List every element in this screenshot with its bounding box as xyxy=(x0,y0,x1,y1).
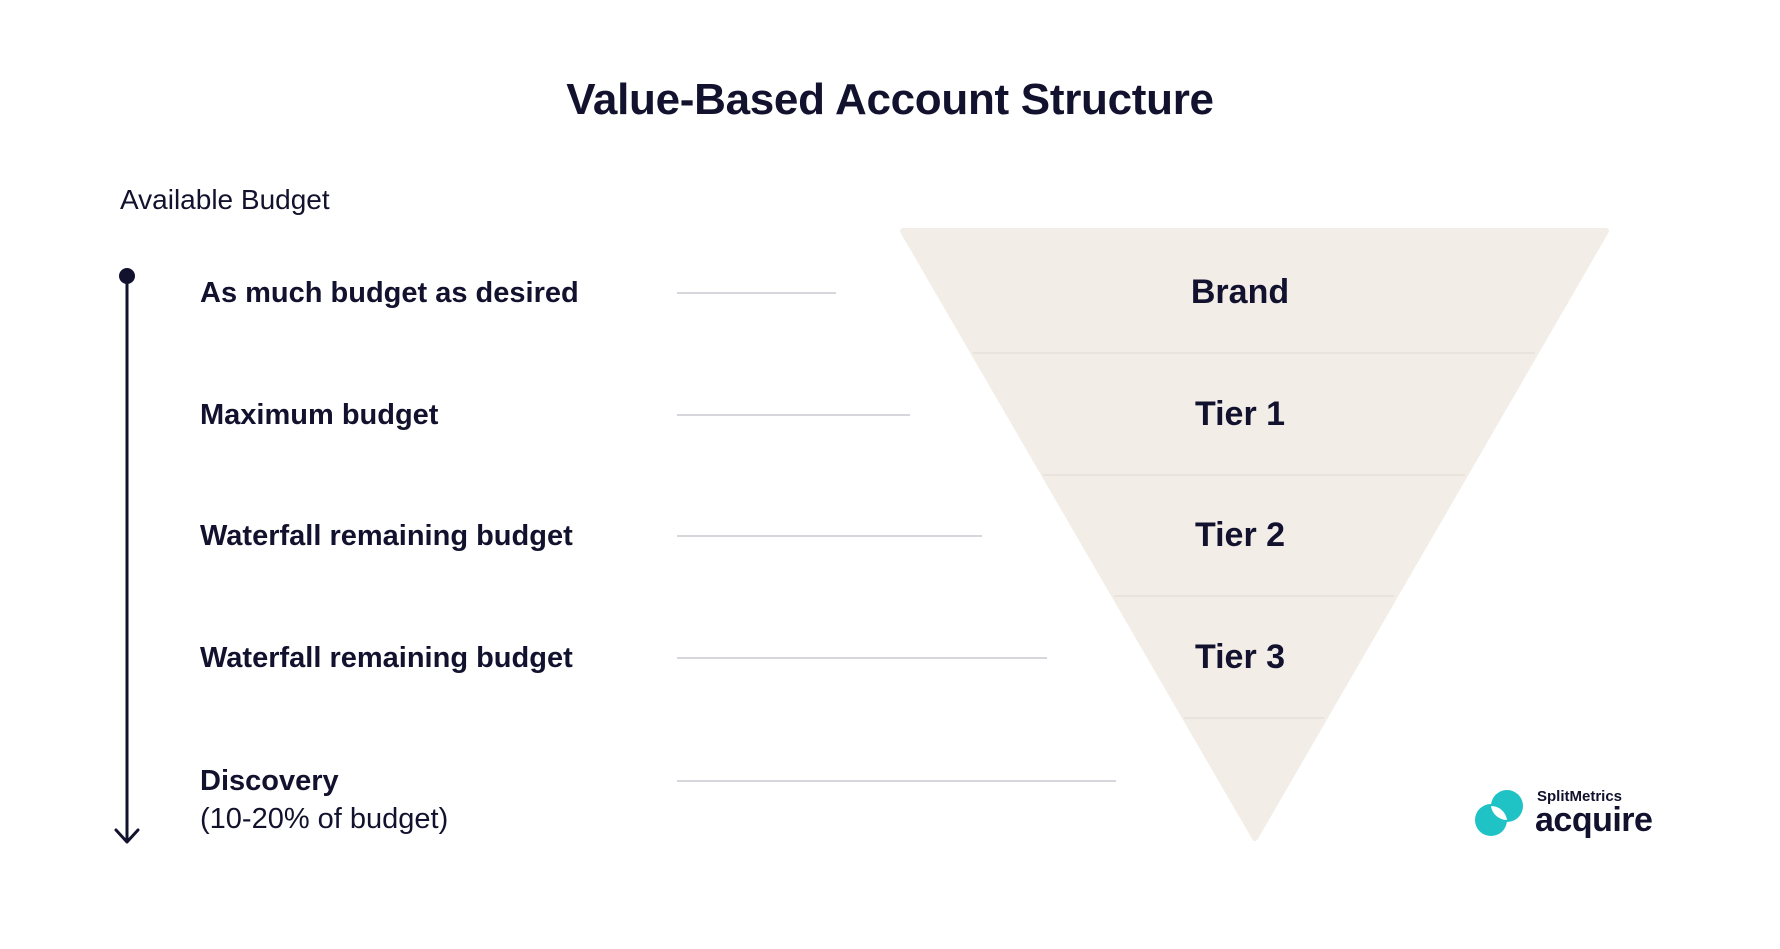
tier-label-tier-2: Tier 2 xyxy=(1194,516,1286,554)
tier-label-brand: Brand xyxy=(1190,273,1290,311)
axis-label: Available Budget xyxy=(120,184,330,215)
budget-row-brand: As much budget as desired xyxy=(200,277,579,309)
budget-row-sublabel: (10-20% of budget) xyxy=(200,803,449,835)
splitmetrics-logo-icon xyxy=(1475,790,1523,836)
axis-arrow-icon xyxy=(114,828,140,844)
budget-row-tier-1: Maximum budget xyxy=(200,399,439,431)
budget-row-discovery: Discovery (10-20% of budget) xyxy=(200,761,448,837)
budget-row-label: Discovery xyxy=(200,765,339,797)
budget-row-tier-3: Waterfall remaining budget xyxy=(200,642,573,674)
logo-product-name: acquire xyxy=(1535,801,1653,839)
funnel-shape xyxy=(900,228,1609,841)
logo-brand-name: SplitMetrics xyxy=(1537,788,1623,805)
budget-row-tier-2: Waterfall remaining budget xyxy=(200,520,573,552)
tier-label-tier-1: Tier 1 xyxy=(1194,395,1286,433)
page-title: Value-Based Account Structure xyxy=(566,75,1214,124)
tier-label-tier-3: Tier 3 xyxy=(1194,638,1286,676)
